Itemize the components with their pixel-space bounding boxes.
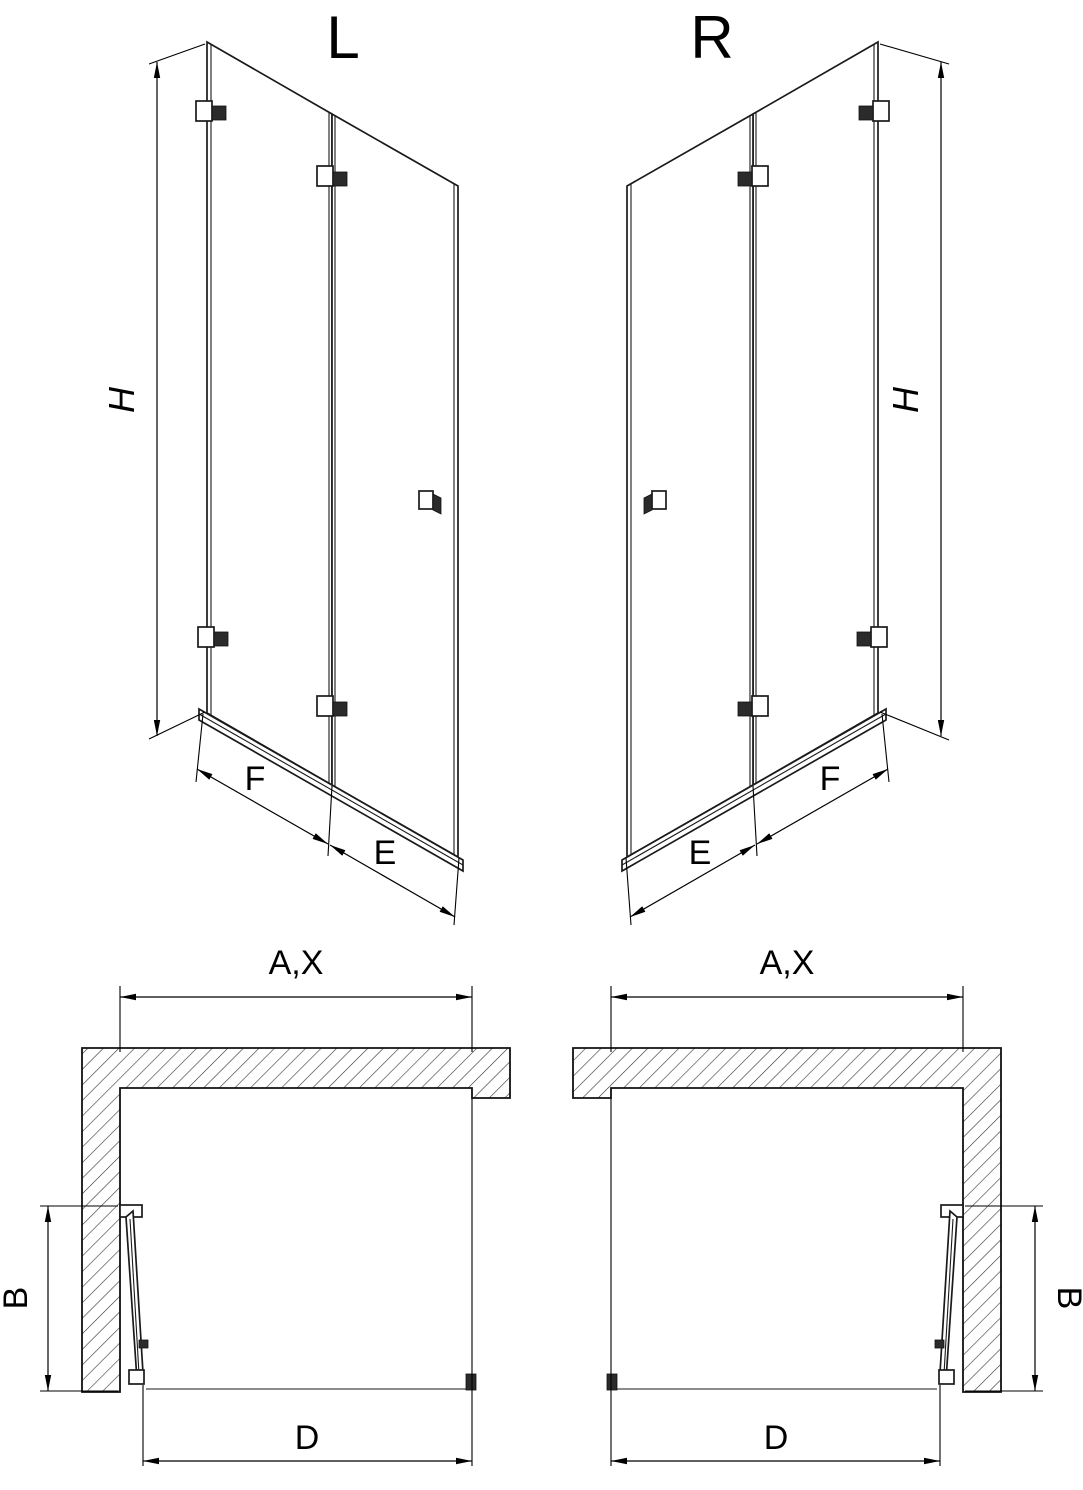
hinge-plate [213, 631, 229, 647]
folded-door-plan [934, 1204, 964, 1385]
extension-line [327, 785, 333, 857]
hinge-body [316, 165, 334, 187]
dimension-e-right: E [625, 834, 756, 926]
dimension-entry-left: D [142, 1098, 473, 1466]
view-label-right: R [690, 4, 733, 71]
dimension-f-label: F [245, 760, 266, 798]
dimension-f-left: F [195, 713, 333, 857]
glass-panels-left [206, 40, 459, 859]
hinge-body [195, 100, 213, 122]
dimension-e-label: E [689, 834, 712, 872]
extension-line [752, 785, 758, 857]
glass-panel-fold [206, 40, 333, 787]
hinge-plate [332, 701, 348, 717]
folded-door-plan [119, 1204, 149, 1385]
dimension-e-left: E [329, 834, 460, 926]
dimension-projection-right: B [965, 1205, 1083, 1392]
hinge-body [872, 100, 890, 122]
wall-hinge-bottom [197, 626, 229, 648]
right-elevation-view: R [621, 4, 950, 926]
glass-panel-door [331, 112, 459, 859]
wall-section [81, 1047, 511, 1393]
view-label-left: L [326, 4, 359, 71]
handle-knob [651, 490, 667, 510]
dimension-f-right: F [752, 713, 890, 857]
dimension-projection-left: B [0, 1205, 118, 1392]
dimension-line [196, 768, 329, 845]
dimension-line [629, 844, 756, 918]
dimension-entry-label: D [764, 1419, 789, 1457]
fold-hinge-bottom [737, 695, 769, 717]
dimension-line [756, 768, 889, 845]
left-elevation-view: L [101, 4, 464, 926]
glass-panel-door [626, 112, 754, 859]
door-panel-line [943, 1218, 954, 1375]
dimension-entry-right: D [610, 1098, 941, 1466]
bottom-sill-rail [621, 707, 887, 873]
handle-mark [138, 1339, 149, 1349]
hinge-body [870, 626, 888, 648]
extension-line [879, 711, 950, 741]
right-plan-view: A,X B D [572, 944, 1083, 1466]
dimension-height-left: H [101, 43, 206, 740]
handle-side [643, 493, 653, 515]
glass-panel-fold [752, 40, 879, 787]
dimension-width-left: A,X [119, 944, 473, 1052]
left-plan-view: A,X B D [0, 944, 511, 1466]
sill-rail-line [198, 713, 464, 866]
wall-hinge-top [858, 100, 890, 122]
dimension-projection-label: B [1050, 1287, 1083, 1310]
hinge-body [197, 626, 215, 648]
hinge-plate [737, 701, 753, 717]
door-handle [643, 490, 667, 515]
wall-section [572, 1047, 1002, 1393]
hinge-plate [211, 105, 227, 121]
door-foot-bracket [128, 1369, 145, 1385]
glass-panels-right [626, 40, 879, 859]
wall-hinge-top [195, 100, 227, 122]
handle-mark [934, 1339, 945, 1349]
fold-hinge-bottom [316, 695, 348, 717]
dimension-f-label: F [820, 760, 841, 798]
door-handle [418, 490, 442, 515]
handle-side [432, 493, 442, 515]
wall-strike-profile [606, 1373, 618, 1391]
dimension-height-label: H [101, 386, 142, 413]
handle-knob [418, 490, 434, 510]
wall-strike-profile [465, 1373, 477, 1391]
dimension-projection-label: B [0, 1287, 35, 1310]
bottom-sill-rail [198, 707, 464, 873]
dimension-height-label: H [885, 386, 926, 413]
door-foot-bracket [938, 1369, 955, 1385]
hinge-plate [737, 171, 753, 187]
dimension-width-label: A,X [760, 944, 815, 982]
fold-hinge-top [737, 165, 769, 187]
dimension-height-right: H [879, 43, 950, 741]
extension-line [879, 43, 950, 65]
dimension-line [329, 844, 456, 918]
hinge-body [751, 695, 769, 717]
hinge-plate [856, 631, 872, 647]
hinge-body [316, 695, 334, 717]
door-panel-line [129, 1218, 140, 1375]
dimension-entry-label: D [295, 1419, 320, 1457]
wall-hinge-bottom [856, 626, 888, 648]
fold-hinge-top [316, 165, 348, 187]
dimension-width-label: A,X [269, 944, 324, 982]
hinge-plate [332, 171, 348, 187]
extension-line [148, 43, 206, 65]
hinge-plate [858, 105, 874, 121]
sill-rail-line [621, 713, 887, 866]
dimension-width-right: A,X [610, 944, 964, 1052]
hinge-body [751, 165, 769, 187]
dimension-e-label: E [374, 834, 397, 872]
